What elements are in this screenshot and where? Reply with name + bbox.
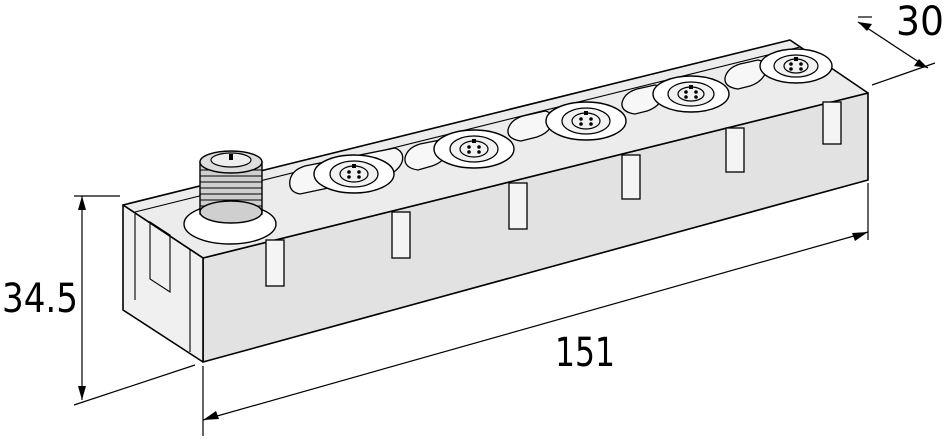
m12-plug-connector <box>183 150 277 245</box>
m12-socket <box>652 75 730 113</box>
label-tab <box>621 154 641 200</box>
label-tab <box>508 182 528 230</box>
height-dimension: 34.5 <box>2 195 196 406</box>
label-tab <box>265 239 285 287</box>
m12-socket <box>433 129 515 169</box>
height-dimension-label: 34.5 <box>2 276 78 322</box>
depth-dimension-label: 30 <box>896 0 944 45</box>
label-tab <box>391 211 411 259</box>
label-tab <box>822 101 842 145</box>
m12-socket <box>759 48 833 84</box>
housing-end-face <box>122 204 204 363</box>
m12-socket <box>545 101 627 141</box>
label-tab <box>725 127 745 173</box>
m12-socket <box>313 154 395 194</box>
end-face-slot <box>149 220 171 294</box>
label-tabs <box>265 101 842 287</box>
depth-dimension: 30 <box>857 0 944 86</box>
m12-socket-connectors <box>313 48 833 194</box>
length-dimension-label: 151 <box>555 330 615 376</box>
length-dimension: 151 <box>202 183 869 436</box>
